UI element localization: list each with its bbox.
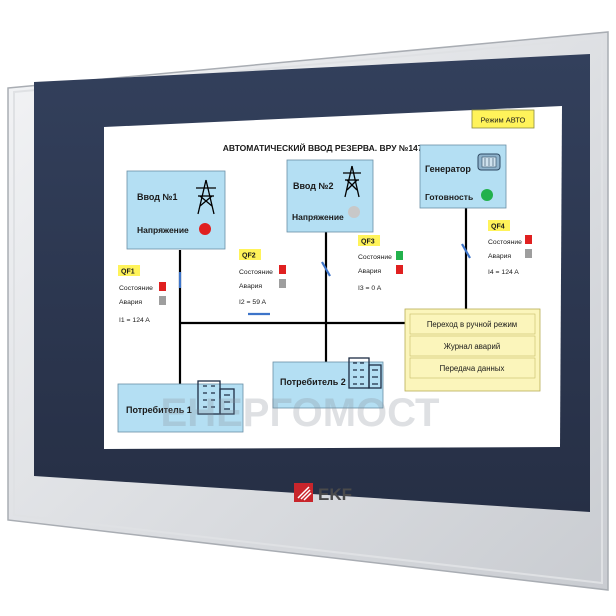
input-2-title: Ввод №2 [293, 181, 334, 191]
breaker-contacts [178, 243, 471, 316]
generator-panel[interactable]: Генератор Готовность [419, 144, 507, 209]
qf2-state-indicator [279, 265, 286, 274]
consumer-1-panel[interactable]: Потребитель 1 [117, 380, 244, 433]
qf1-alarm-label: Авария [119, 299, 142, 306]
qf4-name: QF4 [491, 224, 505, 231]
qf2-state-label: Состояние [239, 269, 273, 276]
manual-mode-button[interactable]: Переход в ручной режим [409, 313, 536, 335]
qf4-alarm-indicator [525, 249, 532, 258]
screen-title: АВТОМАТИЧЕСКИЙ ВВОД РЕЗЕРВА. ВРУ №1477 [223, 142, 428, 153]
generator-ready-indicator [481, 189, 493, 201]
qf1-name: QF1 [121, 269, 135, 276]
brand-logo-text: EKF [318, 485, 352, 504]
mode-auto-label: Режим АВТО [481, 116, 526, 125]
qf2-current: I2 = 59 A [239, 299, 266, 306]
qf2-alarm-indicator [279, 279, 286, 288]
qf2-name: QF2 [242, 253, 256, 260]
qf3-state-label: Состояние [358, 254, 392, 261]
input-2-voltage-indicator [348, 206, 360, 218]
consumer-2-label: Потребитель 2 [280, 377, 346, 387]
input-1-voltage-indicator [199, 223, 211, 235]
alarm-log-button[interactable]: Журнал аварий [409, 335, 536, 357]
breaker-qf2[interactable]: QF2 Состояние Авария I2 = 59 A [239, 249, 286, 306]
transmission-tower-icon [196, 179, 216, 215]
breaker-qf1[interactable]: QF1 Состояние Авария I1 = 124 A [118, 265, 166, 324]
input-2-voltage-label: Напряжение [292, 212, 344, 222]
ekf-logo: EKF [294, 483, 352, 504]
qf2-alarm-label: Авария [239, 283, 262, 290]
watermark: ЕНЕРГОМОСТ [161, 391, 440, 435]
generator-title: Генератор [425, 164, 471, 174]
building-icon [348, 357, 382, 389]
manual-mode-label: Переход в ручной режим [427, 320, 517, 329]
input-2-panel[interactable]: Ввод №2 Напряжение [286, 159, 374, 233]
qf1-state-indicator [159, 282, 166, 291]
qf1-alarm-indicator [159, 296, 166, 305]
data-transfer-button[interactable]: Передача данных [409, 357, 536, 379]
building-icon [197, 380, 235, 415]
qf3-current: I3 = 0 A [358, 285, 382, 292]
qf4-alarm-label: Авария [488, 253, 511, 260]
input-1-title: Ввод №1 [137, 192, 178, 202]
qf3-alarm-label: Авария [358, 268, 381, 275]
consumer-1-label: Потребитель 1 [126, 405, 192, 415]
transmission-tower-icon [343, 165, 361, 198]
mode-auto-button[interactable]: Режим АВТО [471, 109, 535, 129]
generator-icon [477, 153, 501, 171]
alarm-log-label: Журнал аварий [444, 342, 500, 351]
qf4-current: I4 = 124 A [488, 269, 519, 276]
input-1-panel[interactable]: Ввод №1 Напряжение [126, 170, 226, 250]
qf3-name: QF3 [361, 239, 375, 246]
qf4-state-label: Состояние [488, 239, 522, 246]
qf3-alarm-indicator [396, 265, 403, 274]
generator-ready-label: Готовность [425, 192, 473, 202]
qf1-current: I1 = 124 A [119, 317, 150, 324]
qf1-state-label: Состояние [119, 285, 153, 292]
breaker-qf4[interactable]: QF4 Состояние Авария I4 = 124 A [488, 220, 532, 276]
data-transfer-label: Передача данных [440, 364, 505, 373]
input-1-voltage-label: Напряжение [137, 225, 189, 235]
qf3-state-indicator [396, 251, 403, 260]
breaker-qf3[interactable]: QF3 Состояние Авария I3 = 0 A [358, 235, 403, 292]
consumer-2-panel[interactable]: Потребитель 2 [272, 357, 384, 409]
qf4-state-indicator [525, 235, 532, 244]
